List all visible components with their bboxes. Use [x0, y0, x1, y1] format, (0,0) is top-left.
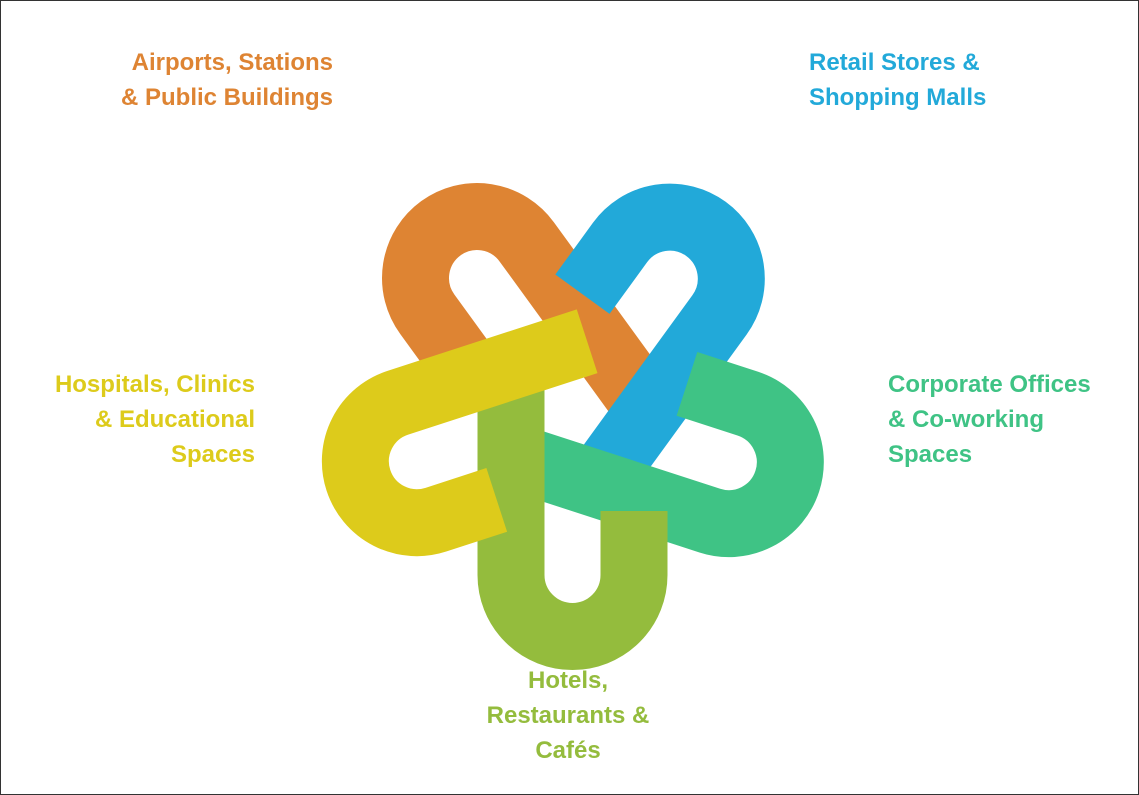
loop-retail: [555, 183, 765, 496]
label-line: Cafés: [535, 737, 601, 764]
label-line: Hospitals, Clinics: [54, 371, 255, 398]
label-line: & Educational: [94, 406, 255, 433]
label-line: & Public Buildings: [120, 84, 333, 111]
label-line: Airports, Stations: [131, 49, 333, 76]
label-hospitals: Hospitals, Clinics & Educational Spaces: [55, 367, 255, 472]
loop-corporate: [510, 352, 824, 558]
label-retail: Retail Stores & Shopping Malls: [809, 45, 986, 115]
loop-airports: [382, 183, 671, 423]
loop-hotels: [477, 376, 668, 670]
label-line: Corporate Offices: [888, 371, 1091, 398]
label-line: Hotels,: [527, 667, 608, 694]
label-corporate: Corporate Offices & Co-working Spaces: [888, 367, 1091, 472]
label-airports: Airports, Stations & Public Buildings: [121, 45, 333, 115]
label-line: Restaurants &: [486, 702, 650, 729]
loop-hospitals: [321, 309, 598, 557]
label-line: Shopping Malls: [809, 84, 987, 111]
label-line: & Co-working: [888, 406, 1044, 433]
label-hotels: Hotels, Restaurants & Cafés: [418, 663, 718, 768]
label-line: Retail Stores &: [809, 49, 980, 76]
label-line: Spaces: [888, 441, 973, 468]
label-line: Spaces: [170, 441, 255, 468]
